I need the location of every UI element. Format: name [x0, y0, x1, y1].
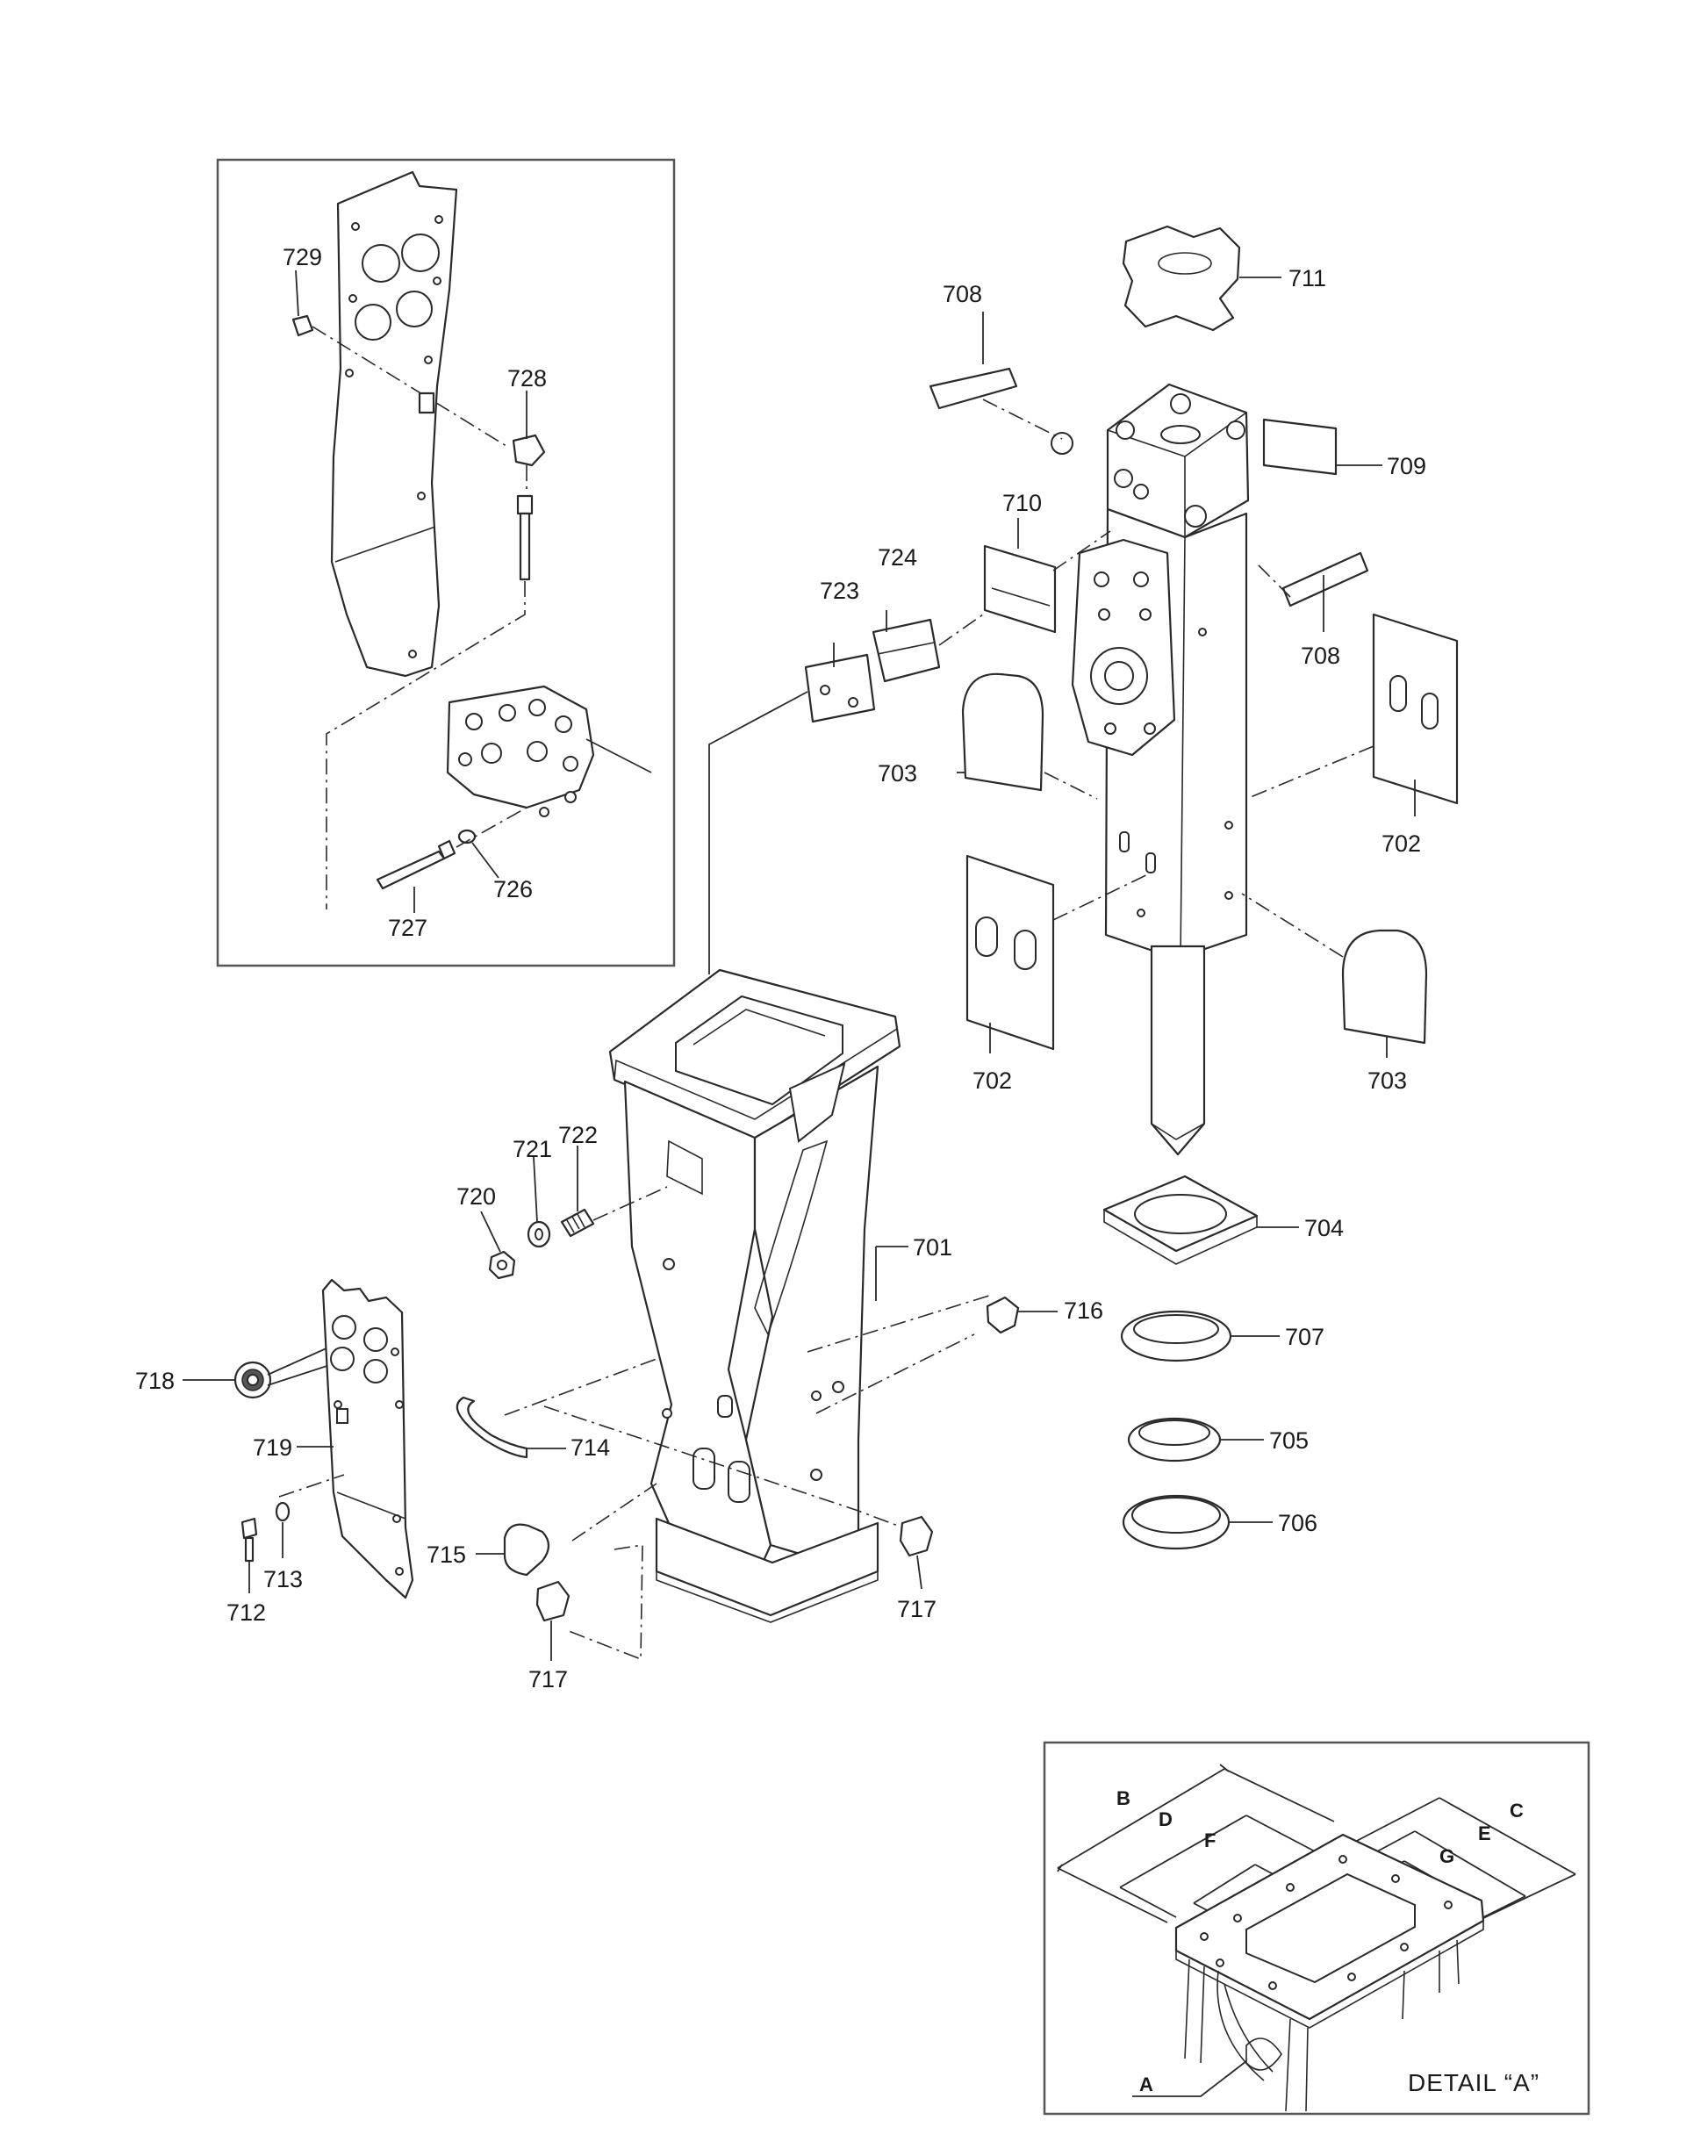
callout-715: 715	[427, 1542, 466, 1568]
part-702-right-plate	[1372, 613, 1459, 805]
dim-label-a: A	[1139, 2073, 1153, 2095]
callout-724: 724	[878, 544, 917, 571]
part-712-bolt	[240, 1517, 258, 1540]
part-723-block	[804, 653, 876, 723]
callout-717-left: 717	[528, 1666, 568, 1692]
dim-label-d: D	[1159, 1808, 1173, 1830]
callout-709: 709	[1387, 453, 1426, 479]
dim-label-c: C	[1510, 1800, 1524, 1822]
inset-valve-block	[446, 685, 595, 809]
part-702-left-plate	[965, 854, 1055, 1051]
callout-708-side: 708	[1301, 643, 1340, 669]
detail-a-frame	[1043, 1741, 1590, 2116]
part-711-top-cap	[1122, 225, 1241, 332]
dim-label-g: G	[1439, 1845, 1454, 1867]
callout-728: 728	[507, 365, 547, 392]
part-728-elbow	[512, 434, 546, 467]
callout-705: 705	[1269, 1427, 1309, 1454]
callout-704: 704	[1304, 1215, 1344, 1241]
callout-711: 711	[1288, 265, 1326, 291]
callout-712: 712	[226, 1599, 266, 1626]
callout-707: 707	[1285, 1324, 1324, 1350]
callout-720: 720	[456, 1183, 496, 1210]
part-703-lower-cover	[1341, 929, 1428, 1045]
callout-719: 719	[253, 1434, 292, 1461]
callout-718: 718	[135, 1368, 175, 1394]
detail-a-title: DETAIL “A”	[1408, 2069, 1539, 2096]
callout-702-right: 702	[1381, 830, 1421, 857]
part-716-bushing	[986, 1296, 1020, 1334]
part-701-bracket-housing	[504, 968, 993, 1661]
breaker-body	[708, 225, 1459, 1550]
callout-726: 726	[493, 876, 533, 902]
part-729-plug	[291, 314, 314, 337]
part-717-left-bushing	[535, 1580, 571, 1622]
part-715-cover	[503, 1523, 550, 1577]
callout-727: 727	[388, 915, 427, 941]
dim-label-b: B	[1116, 1787, 1130, 1809]
breaker-chisel	[1150, 945, 1206, 1156]
callout-708-top: 708	[943, 281, 982, 307]
detail-a-inset	[1043, 1741, 1590, 2116]
callout-717-right: 717	[897, 1596, 937, 1622]
part-710-plate	[983, 544, 1057, 634]
part-709-pad	[1262, 418, 1338, 476]
part-713-washer	[275, 1501, 291, 1522]
callout-702-left: 702	[972, 1067, 1012, 1094]
callout-716: 716	[1064, 1297, 1103, 1324]
part-708-top-pad	[929, 367, 1018, 410]
inset-frame	[216, 158, 676, 967]
callout-722: 722	[558, 1122, 598, 1148]
callout-701: 701	[913, 1234, 952, 1261]
dim-label-e: E	[1478, 1822, 1491, 1844]
part-714-clip	[456, 1396, 528, 1459]
callout-706: 706	[1278, 1510, 1317, 1536]
part-724-wedge	[872, 618, 941, 683]
dim-label-f: F	[1204, 1829, 1216, 1851]
callout-721: 721	[513, 1136, 552, 1162]
inset-valve-assembly	[216, 158, 676, 967]
inset-pin	[519, 512, 531, 581]
part-717-right-bushing	[899, 1515, 934, 1557]
part-703-upper-cover	[961, 672, 1044, 792]
callout-703-upper: 703	[878, 760, 917, 787]
callout-713: 713	[263, 1566, 303, 1592]
callout-703-lower: 703	[1367, 1067, 1407, 1094]
small-fasteners	[183, 1146, 1058, 1661]
callout-723: 723	[820, 578, 859, 604]
callout-710: 710	[1002, 490, 1042, 516]
part-708-side-pad	[1281, 551, 1369, 607]
callout-729: 729	[283, 244, 322, 270]
callout-labels: 729 728 727 726 708 711 709 710 724 723 …	[135, 244, 1539, 2096]
inset-sleeve	[418, 392, 435, 414]
part-727-spool	[376, 850, 446, 890]
part-722-stud	[560, 1208, 595, 1238]
callout-714: 714	[571, 1434, 610, 1461]
